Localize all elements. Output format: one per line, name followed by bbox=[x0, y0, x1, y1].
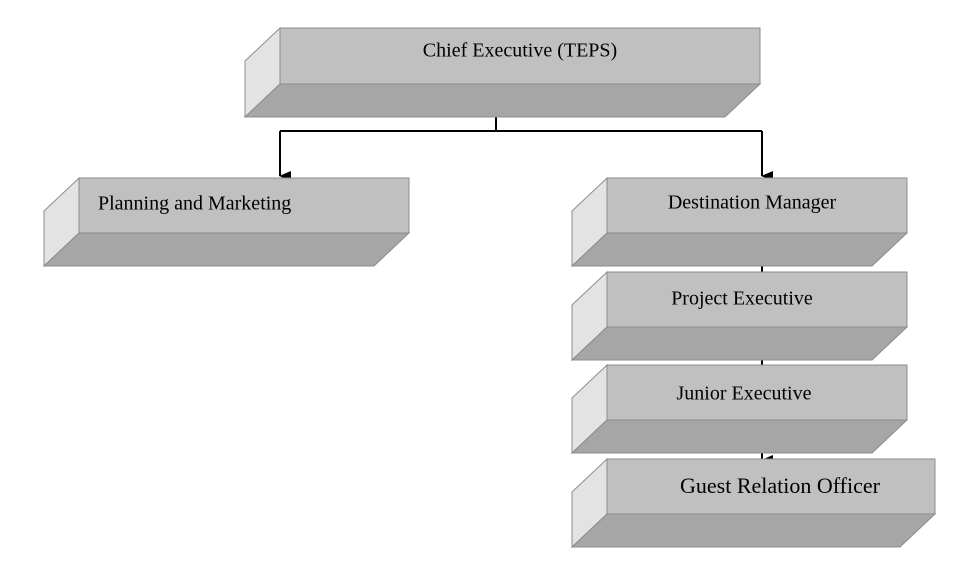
box-junior-label: Junior Executive bbox=[677, 383, 812, 405]
box-planning: Planning and Marketing bbox=[42, 176, 411, 268]
box-planning-label: Planning and Marketing bbox=[98, 193, 291, 215]
box-guest: Guest Relation Officer bbox=[570, 457, 937, 549]
box-front-face bbox=[606, 177, 908, 234]
box-destination-label: Destination Manager bbox=[668, 192, 837, 214]
box-destination: Destination Manager bbox=[570, 176, 909, 268]
box-front-face bbox=[279, 27, 761, 85]
box-guest-label: Guest Relation Officer bbox=[680, 473, 881, 498]
box-bottom-face bbox=[570, 232, 909, 267]
box-chief: Chief Executive (TEPS) bbox=[243, 26, 762, 119]
box-bottom-face bbox=[570, 326, 909, 361]
box-front-face bbox=[606, 458, 936, 515]
box-bottom-face bbox=[570, 419, 909, 454]
box-project-label: Project Executive bbox=[671, 288, 813, 310]
box-project: Project Executive bbox=[570, 270, 909, 362]
box-front-face bbox=[606, 271, 908, 328]
box-front-face bbox=[606, 364, 908, 421]
box-bottom-face bbox=[243, 83, 762, 118]
box-front-face bbox=[78, 177, 410, 234]
box-bottom-face bbox=[570, 513, 937, 548]
box-chief-label: Chief Executive (TEPS) bbox=[423, 40, 617, 62]
box-bottom-face bbox=[42, 232, 411, 267]
box-junior: Junior Executive bbox=[570, 363, 909, 455]
